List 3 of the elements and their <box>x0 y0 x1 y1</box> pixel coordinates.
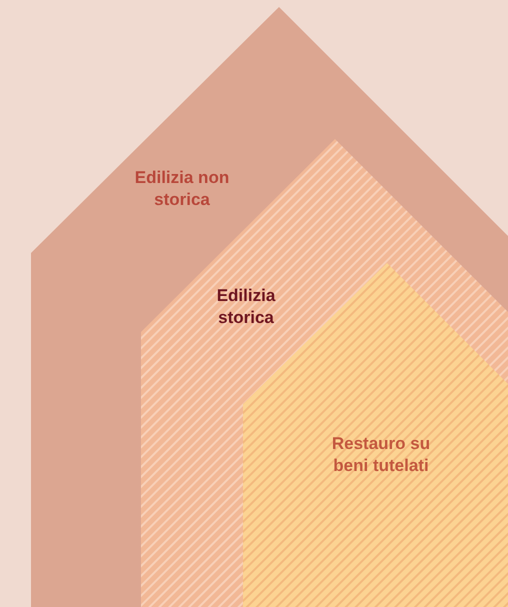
house-label: Restauro su beni tutelati <box>330 433 432 477</box>
house-label: Edilizia non storica <box>134 167 230 211</box>
house-label: Edilizia storica <box>216 285 276 329</box>
